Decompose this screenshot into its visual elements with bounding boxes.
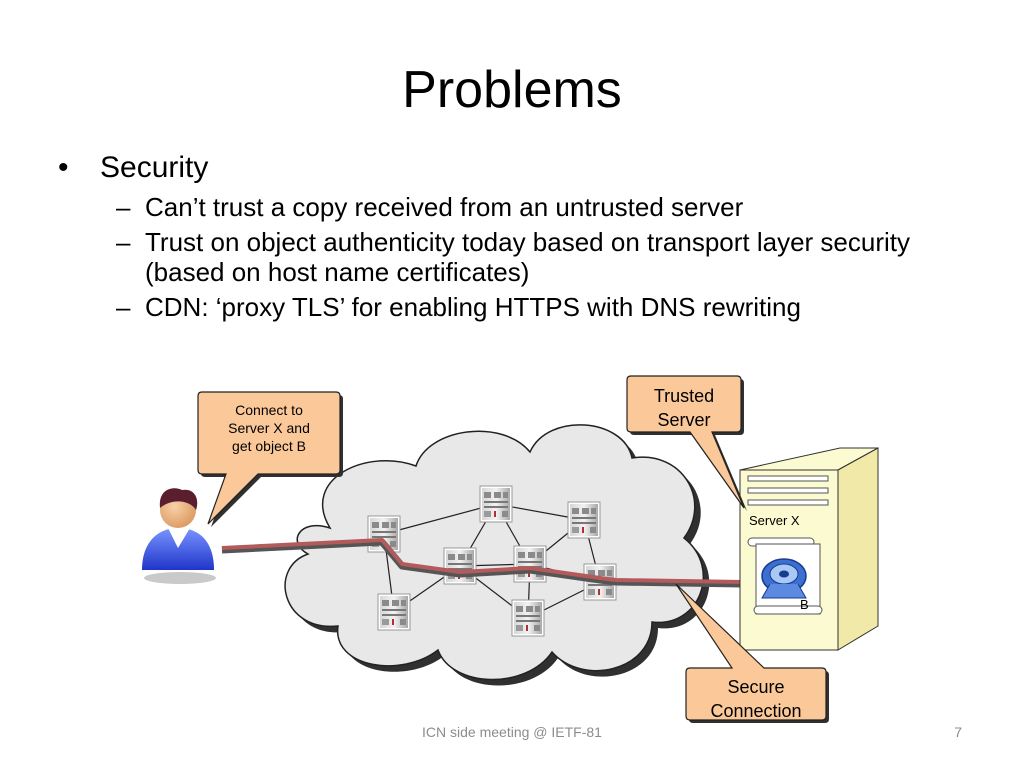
router-icon (567, 501, 601, 539)
server-label: Server X (749, 513, 800, 528)
sub-bullet-untrusted-copy: Can’t trust a copy received from an untr… (116, 192, 958, 223)
page-number: 7 (954, 724, 962, 740)
router-icon (377, 593, 411, 631)
callout-trusted-server: Trusted Server (626, 375, 747, 511)
server-icon: Server X B (739, 447, 879, 651)
callout-connect-line-1: Connect to (235, 402, 303, 418)
bullet-list: Security Can’t trust a copy received fro… (58, 150, 958, 323)
sub-bullet-cdn-proxy-tls: CDN: ‘proxy TLS’ for enabling HTTPS with… (116, 292, 958, 323)
secure-path (221, 538, 743, 588)
film-reel-icon (761, 558, 807, 599)
callout-secure-line-2: Connection (710, 701, 801, 721)
callout-connect-line-2: Server X and (228, 420, 310, 436)
bullet-security: Security (58, 150, 958, 186)
callout-connect-line-3: get object B (232, 438, 306, 454)
router-icon (443, 547, 477, 585)
callout-secure-connection: Secure Connection (675, 583, 829, 723)
router-icon (479, 485, 513, 523)
network-links (383, 503, 601, 619)
sub-bullet-list: Can’t trust a copy received from an untr… (58, 192, 958, 323)
router-icon (367, 515, 401, 553)
router-icon (513, 545, 547, 583)
user-icon (142, 488, 216, 584)
callout-connect: Connect to Server X and get object B (197, 391, 343, 527)
callout-trusted-line-1: Trusted (654, 386, 714, 406)
sub-bullet-transport-trust: Trust on object authenticity today based… (116, 227, 958, 288)
slide-title: Problems (402, 61, 622, 119)
router-icon (511, 599, 545, 637)
router-icon (583, 563, 617, 601)
footer-text: ICN side meeting @ IETF-81 (422, 724, 602, 740)
callout-trusted-line-2: Server (657, 410, 710, 430)
cloud-icon (284, 424, 710, 686)
object-b-label: B (800, 597, 809, 612)
callout-secure-line-1: Secure (727, 677, 784, 697)
